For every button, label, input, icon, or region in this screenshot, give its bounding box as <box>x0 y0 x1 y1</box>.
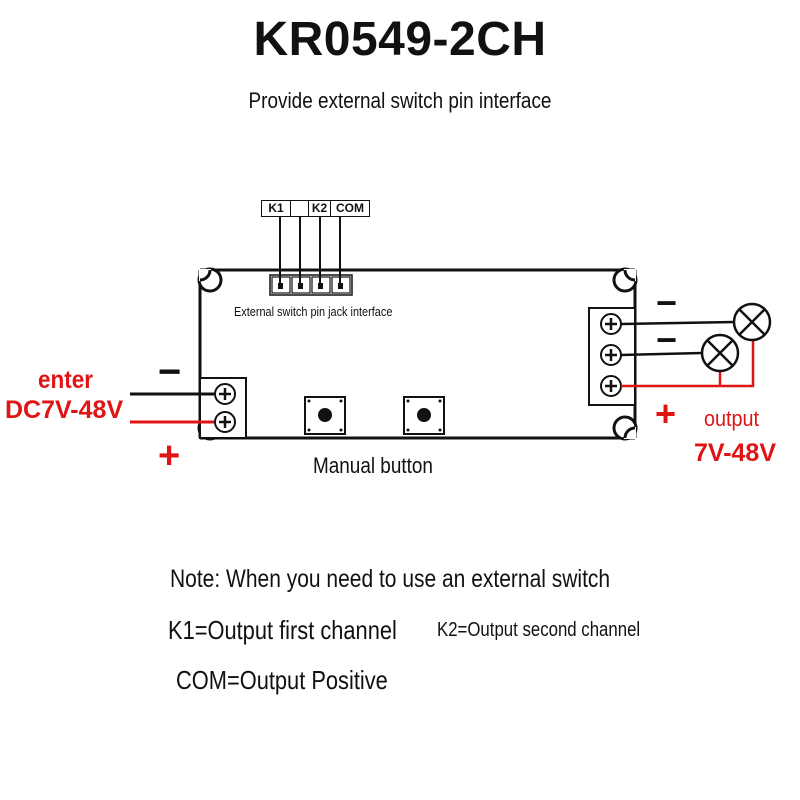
note-com: COM=Output Positive <box>176 665 388 695</box>
input-plus-sign: + <box>158 435 180 477</box>
output-label: output <box>704 406 760 431</box>
page-title: KR0549-2CH <box>253 13 547 66</box>
output-voltage-range: 7V-48V <box>694 439 777 467</box>
lamp-2 <box>700 333 740 373</box>
input-label: enter <box>38 366 94 394</box>
manual-button-label: Manual button <box>313 453 433 478</box>
input-terminal-block <box>199 377 247 439</box>
pin-label-k1: K1 <box>261 200 291 217</box>
jack-interface-label: External switch pin jack interface <box>234 304 393 319</box>
manual-button-2[interactable] <box>403 396 445 435</box>
output-minus-sign-2: − <box>656 319 677 360</box>
input-voltage-range: DC7V-48V <box>5 396 124 424</box>
note-k2: K2=Output second channel <box>437 619 641 641</box>
board-outline <box>198 268 637 440</box>
page-subtitle: Provide external switch pin interface <box>248 88 552 113</box>
note-line: Note: When you need to use an external s… <box>170 565 611 593</box>
pin-label-k2: K2 <box>308 200 331 217</box>
manual-button-1[interactable] <box>304 396 346 435</box>
output-minus-sign-1: − <box>656 282 677 323</box>
pin-label-com: COM <box>330 200 370 217</box>
lamp-1 <box>732 302 772 342</box>
output-positive-wire <box>621 340 755 388</box>
input-minus-sign: − <box>158 350 181 394</box>
output-terminal-block <box>588 307 636 406</box>
note-k1: K1=Output first channel <box>168 615 397 645</box>
pin-label-empty <box>290 200 309 217</box>
pin-header <box>269 216 353 296</box>
output-plus-sign: + <box>655 393 676 434</box>
